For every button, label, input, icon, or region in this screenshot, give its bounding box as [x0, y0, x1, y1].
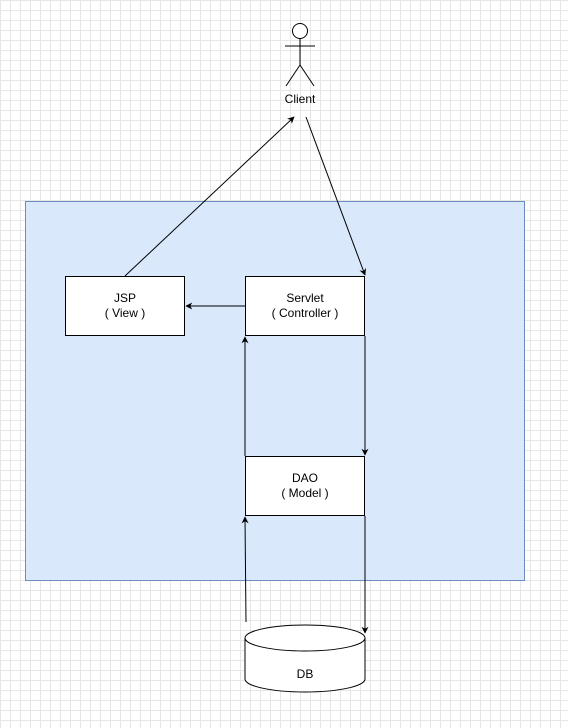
dao-title: DAO: [291, 471, 318, 485]
dao-model-node[interactable]: DAO ( Model ): [245, 456, 365, 516]
application-container: [25, 201, 525, 581]
edge-jsp-to-client: [124, 116, 295, 277]
edge-db-to-dao: [241, 516, 249, 623]
edge-client-to-servlet: [305, 116, 367, 276]
dao-subtitle: ( Model ): [281, 486, 329, 500]
servlet-subtitle: ( Controller ): [271, 306, 339, 320]
jsp-subtitle: ( View ): [104, 306, 146, 320]
db-label: DB: [296, 667, 314, 681]
servlet-controller-node[interactable]: Servlet ( Controller ): [245, 276, 365, 336]
jsp-view-node[interactable]: JSP ( View ): [65, 276, 185, 336]
jsp-title: JSP: [113, 291, 136, 305]
client-label: Client: [284, 92, 316, 106]
servlet-title: Servlet: [286, 291, 324, 305]
